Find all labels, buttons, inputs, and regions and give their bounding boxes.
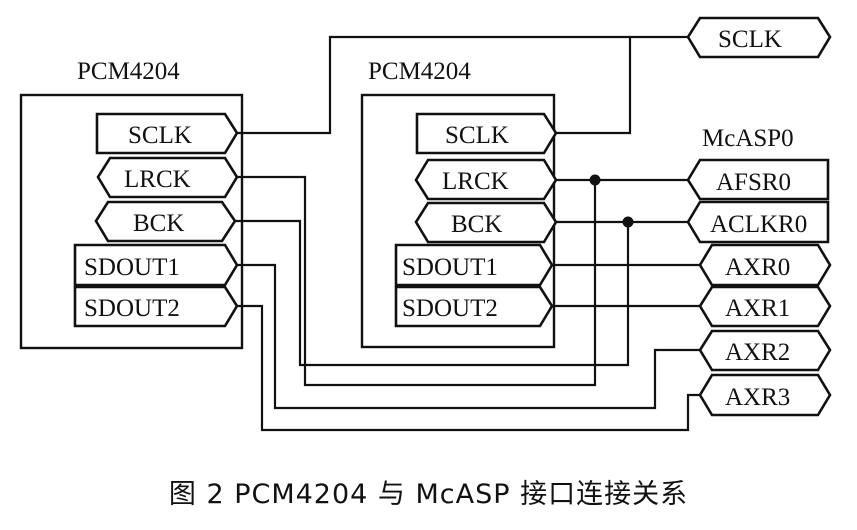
chip-1-pin-sdout1 [73, 243, 239, 287]
junction-lrck [589, 174, 601, 186]
chip-1-pin-sclk [95, 112, 239, 155]
wire-sclk-chip2 [556, 37, 632, 135]
port-axr2 [698, 329, 832, 372]
port-afsr0-label: AFSR0 [716, 169, 791, 196]
wire-lrck-chip1 [237, 175, 597, 387]
chip-1-pin-lrck-label: LRCK [124, 166, 191, 193]
chip-2-title: PCM4204 [368, 58, 471, 85]
chip-1-body [19, 93, 244, 350]
chip-1-pin-sdout2 [73, 285, 239, 328]
port-aclkr0 [686, 200, 830, 244]
chip-2-pin-lrck-label: LRCK [442, 168, 509, 195]
chip-1-title: PCM4204 [77, 58, 180, 85]
sclk-port-shape [686, 16, 832, 59]
chip-1-pin-bck [94, 200, 237, 243]
chip-1-pin-bck-label: BCK [133, 210, 184, 237]
port-axr2-label: AXR2 [725, 339, 790, 366]
interface-diagram: PCM4204 SCLK LRCK BCK SDOUT1 SDOUT2 PCM4… [19, 16, 832, 432]
port-afsr0 [686, 158, 830, 201]
port-axr3-label: AXR3 [725, 384, 790, 411]
chip-1-pin-lrck [96, 156, 239, 199]
wire-chip1-sdout1-axr2 [237, 263, 700, 410]
chip-1-pin-sdout1-label: SDOUT1 [84, 254, 180, 281]
pcm4204-chip-2: PCM4204 SCLK LRCK BCK SDOUT1 SDOUT2 [360, 58, 558, 349]
mcasp0-title: McASP0 [702, 125, 794, 152]
pcm4204-chip-1: PCM4204 SCLK LRCK BCK SDOUT1 SDOUT2 [19, 58, 244, 350]
port-aclkr0-label: ACLKR0 [710, 211, 807, 238]
chip-2-pin-sdout2 [394, 285, 554, 328]
chip-1-pin-sclk-label: SCLK [128, 122, 192, 149]
wires [235, 35, 700, 432]
sclk-port-label: SCLK [718, 26, 782, 53]
port-axr0-label: AXR0 [725, 254, 790, 281]
wire-bck-chip1 [235, 219, 630, 367]
chip-2-pin-sdout1-label: SDOUT1 [402, 254, 498, 281]
chip-2-pin-sclk [415, 112, 558, 155]
chip-2-pin-bck [414, 201, 558, 244]
chip-2-pin-lrck [414, 158, 558, 201]
junction-bck [622, 216, 634, 228]
chip-2-pin-sdout1 [394, 243, 554, 287]
chip-2-pin-bck-label: BCK [451, 211, 502, 238]
port-axr1-label: AXR1 [725, 295, 790, 322]
chip-2-pin-sclk-label: SCLK [445, 122, 509, 149]
chip-1-pin-sdout2-label: SDOUT2 [84, 295, 180, 322]
port-axr3 [698, 373, 832, 417]
port-axr0 [698, 243, 832, 287]
port-axr1 [698, 285, 832, 328]
mcasp0-ports: McASP0 AFSR0 ACLKR0 AXR0 AXR1 AXR2 AXR3 [686, 125, 832, 417]
figure-caption: 图 2 PCM4204 与 McASP 接口连接关系 [168, 479, 689, 510]
wire-chip1-sdout2-axr3 [237, 304, 700, 432]
wire-sclk-chip1 [237, 35, 688, 135]
sclk-port: SCLK [686, 16, 832, 59]
chip-2-pin-sdout2-label: SDOUT2 [402, 295, 498, 322]
